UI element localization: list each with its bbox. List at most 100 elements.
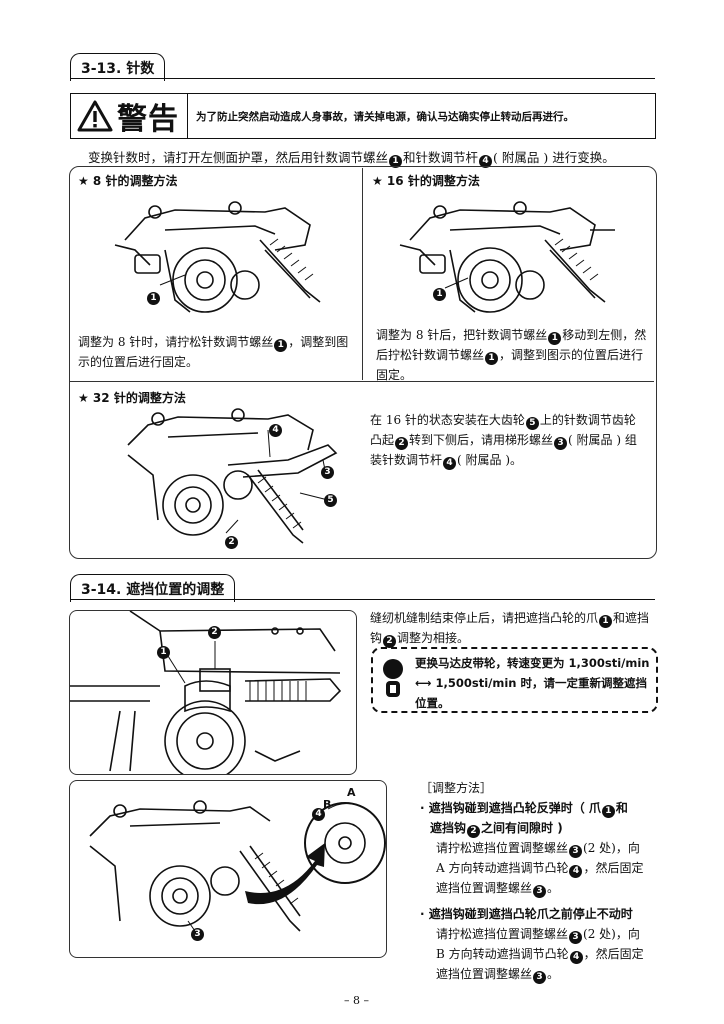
text-part: ，调整到图示的位置后进行固定。 [376,348,644,382]
circled-number: 2 [383,635,397,648]
text-part: ，然后固定 [583,947,644,961]
text-part: 请拧松遮挡位置调整螺丝 [436,841,569,855]
circled-number: 3 [569,845,583,858]
direction-label-a: A [347,786,356,799]
mechanism-illustration-32-needle [127,408,338,544]
mechanism-illustration-16-needle [399,201,615,313]
panel-title-8-needle: ★ 8 针的调整方法 [78,174,178,188]
circled-number: 3 [533,885,547,898]
caution-text: 更换马达皮带轮，转速变更为 1,300sti/min ⟷ 1,500sti/mi… [411,649,655,711]
callout-2: 2 [208,626,221,639]
caution-hand-icon [383,659,403,697]
text-part: 上的针数调节齿轮凸起 [370,413,636,447]
section-title-shield-position: 3-14. 遮挡位置的调整 [70,574,236,602]
circled-number: 3 [533,971,547,984]
text-part: 请拧松遮挡位置调整螺丝 [436,927,569,941]
circled-number: 2 [467,825,481,838]
section-divider [70,599,655,600]
text-part: (2 处)，向 [583,927,640,941]
callout-1: 1 [157,646,170,659]
circled-number: 5 [525,417,539,430]
circled-number: 1 [599,615,613,628]
text-part: 之间有间隙时 ) [481,821,563,835]
circled-number: 4 [569,951,583,964]
callout-4: 4 [269,424,282,437]
text-part: 在 16 针的状态安装在大齿轮 [370,413,525,427]
caution-box: 更换马达皮带轮，转速变更为 1,300sti/min ⟷ 1,500sti/mi… [371,647,658,713]
panel-title-16-needle: ★ 16 针的调整方法 [372,174,480,188]
needle-adjust-panel [69,166,657,559]
direction-label-b: B [323,798,332,811]
panel-divider-horizontal [70,381,654,382]
callout-5: 5 [324,494,337,507]
caution-icon-wrap [373,649,411,711]
mechanism-illustration-8-needle [114,201,321,313]
text-part: 遮挡钩 [430,821,467,835]
circled-number: 1 [389,155,403,168]
text-part: 和 [615,801,628,815]
figure-shield-adjust [69,780,387,958]
callout-1: 1 [433,288,446,301]
panel-divider-vertical [362,168,363,380]
warning-word: 警告 [117,102,179,137]
text-part: ( 附属品 ) 组装针数调节杆 [370,433,637,467]
circled-number: 3 [554,437,568,450]
intro-part: 变换针数时，请打开左侧面护罩，然后用针数调节螺丝 [88,150,389,165]
text-part: 。 [547,967,560,981]
text-part: 转到下侧后，请用梯形螺丝 [409,433,554,447]
warning-text: 为了防止突然启动造成人身事故，请关掉电源，确认马达确实停止转动后再进行。 [196,110,574,123]
circled-number: 3 [569,931,583,944]
text-part: · 遮挡钩碰到遮挡凸轮反弹时（ 爪 [420,801,601,815]
text-part: 遮挡位置调整螺丝 [436,967,533,981]
circled-number: 1 [548,332,562,345]
circled-number: 2 [395,437,409,450]
shield-adjust-illustration [89,800,386,932]
adjust-heading: ［调整方法］ [420,781,493,795]
text-part: 缝纫机缝制结束停止后，请把遮挡凸轮的爪 [370,611,599,625]
text-part: ，然后固定 [583,861,644,875]
text-part: (2 处)，向 [583,841,640,855]
text-part: 和遮挡钩 [370,611,650,645]
text-part: B 方向转动遮挡调节凸轮 [436,947,569,961]
callout-3: 3 [321,466,334,479]
circled-number: 4 [443,457,457,470]
text-part: 。 [547,881,560,895]
warning-label: 警告 [71,94,188,138]
callout-3: 3 [191,928,204,941]
callout-1: 1 [147,292,160,305]
callout-2: 2 [225,536,238,549]
figure-shield-cam [69,610,357,775]
caution-line: ⟷ 1,500sti/min 时，请一定重新调整遮挡 [415,676,647,690]
circled-number: 4 [479,155,493,168]
intro-part: 和针数调节杆 [403,150,479,165]
section-divider [70,78,655,79]
warning-triangle-icon [77,100,113,132]
shield-cam-illustration [70,611,342,774]
panel-title-32-needle: ★ 32 针的调整方法 [78,391,186,405]
text-part: 遮挡位置调整螺丝 [436,881,533,895]
bullet-2-title: · 遮挡钩碰到遮挡凸轮爪之前停止不动时 [420,907,633,921]
text-part: ( 附属品 )。 [457,453,523,467]
warning-box: 警告 为了防止突然启动造成人身事故，请关掉电源，确认马达确实停止转动后再进行。 [70,93,656,139]
text-part: 调整为 8 针后，把针数调节螺丝 [376,328,548,342]
text-part: 移动到左侧，然后拧松针数调节螺丝 [376,328,647,362]
caution-line: 更换马达皮带轮，转速变更为 1,300sti/min [415,656,650,670]
intro-part: ( 附属品 ) 进行变换。 [493,150,615,165]
page-number: – 8 – [344,994,369,1007]
caution-line: 位置。 [415,696,450,710]
text-part: 调整为 8 针时，请拧松针数调节螺丝 [78,335,274,349]
